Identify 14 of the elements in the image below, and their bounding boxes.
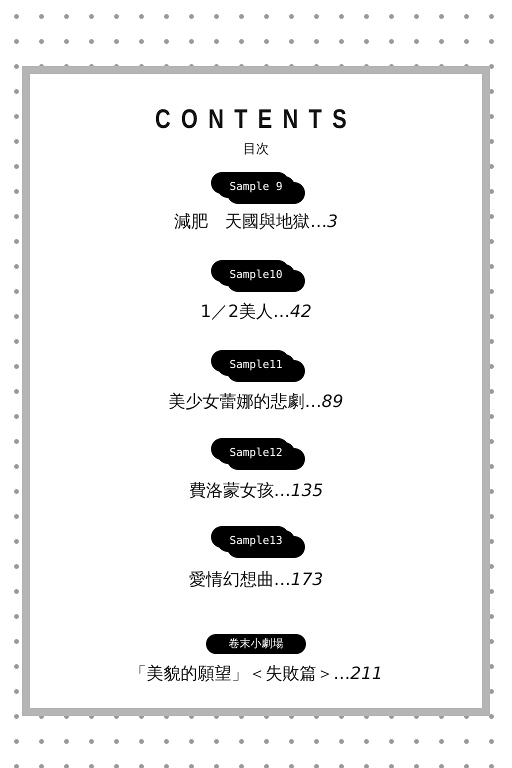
- chapter-title: 愛情幻想曲…173: [188, 569, 324, 591]
- chapter-badge: Sample12: [217, 442, 295, 464]
- chapter-title: 減肥 天國與地獄…3: [173, 211, 339, 233]
- chapter-badge: Sample 9: [217, 176, 295, 198]
- chapter-title: 費洛蒙女孩…135: [188, 480, 324, 502]
- chapter-badge: Sample10: [217, 264, 295, 286]
- chapter-title: 1／2美人…42: [199, 301, 313, 323]
- chapter-badge: Sample13: [217, 530, 295, 552]
- chapter-badge: 卷末小劇場: [206, 634, 306, 654]
- chapter-title: 美少女蕾娜的悲劇…89: [168, 391, 344, 413]
- chapter-title: 「美貌的願望」＜失敗篇＞…211: [128, 663, 384, 685]
- contents-heading: CONTENTS: [154, 104, 358, 135]
- subheading: 目次: [242, 141, 270, 158]
- chapter-badge: Sample11: [217, 354, 295, 376]
